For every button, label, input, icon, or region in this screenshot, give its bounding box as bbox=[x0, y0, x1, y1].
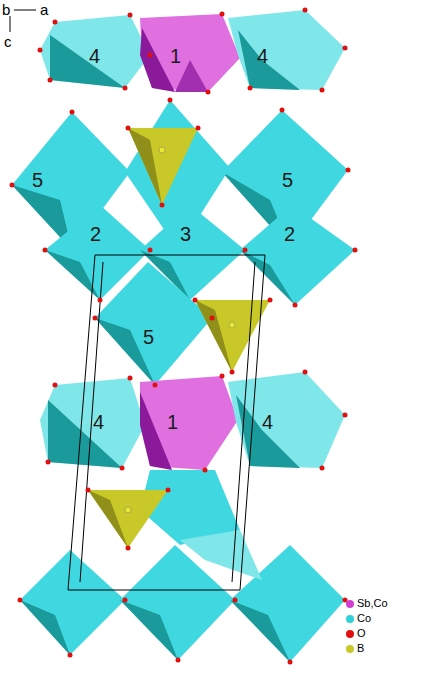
callout-number: 2 bbox=[90, 224, 101, 244]
legend-row: B bbox=[346, 643, 364, 654]
callout-number: 1 bbox=[167, 412, 178, 432]
callout-number: 4 bbox=[257, 46, 268, 66]
callout-number: 5 bbox=[282, 170, 293, 190]
callout-number: 4 bbox=[89, 46, 100, 66]
callout-number: 1 bbox=[170, 46, 181, 66]
legend-text: Sb,Co bbox=[357, 598, 388, 609]
callout-number: 5 bbox=[143, 327, 154, 347]
legend-swatch bbox=[346, 630, 354, 638]
legend-row: O bbox=[346, 628, 366, 639]
axis-label: c bbox=[4, 34, 12, 49]
legend-swatch bbox=[346, 615, 354, 623]
axis-label: b bbox=[2, 2, 10, 17]
legend-text: O bbox=[357, 628, 366, 639]
legend-text: Co bbox=[357, 613, 371, 624]
legend-swatch bbox=[346, 600, 354, 608]
axis-label: a bbox=[40, 2, 48, 17]
legend-row: Sb,Co bbox=[346, 598, 388, 609]
legend-row: Co bbox=[346, 613, 371, 624]
callout-number: 3 bbox=[180, 224, 191, 244]
callout-number: 5 bbox=[32, 170, 43, 190]
callout-number: 2 bbox=[284, 224, 295, 244]
legend-text: B bbox=[357, 643, 364, 654]
callout-number: 4 bbox=[262, 412, 273, 432]
callout-number: 4 bbox=[93, 412, 104, 432]
legend-swatch bbox=[346, 645, 354, 653]
